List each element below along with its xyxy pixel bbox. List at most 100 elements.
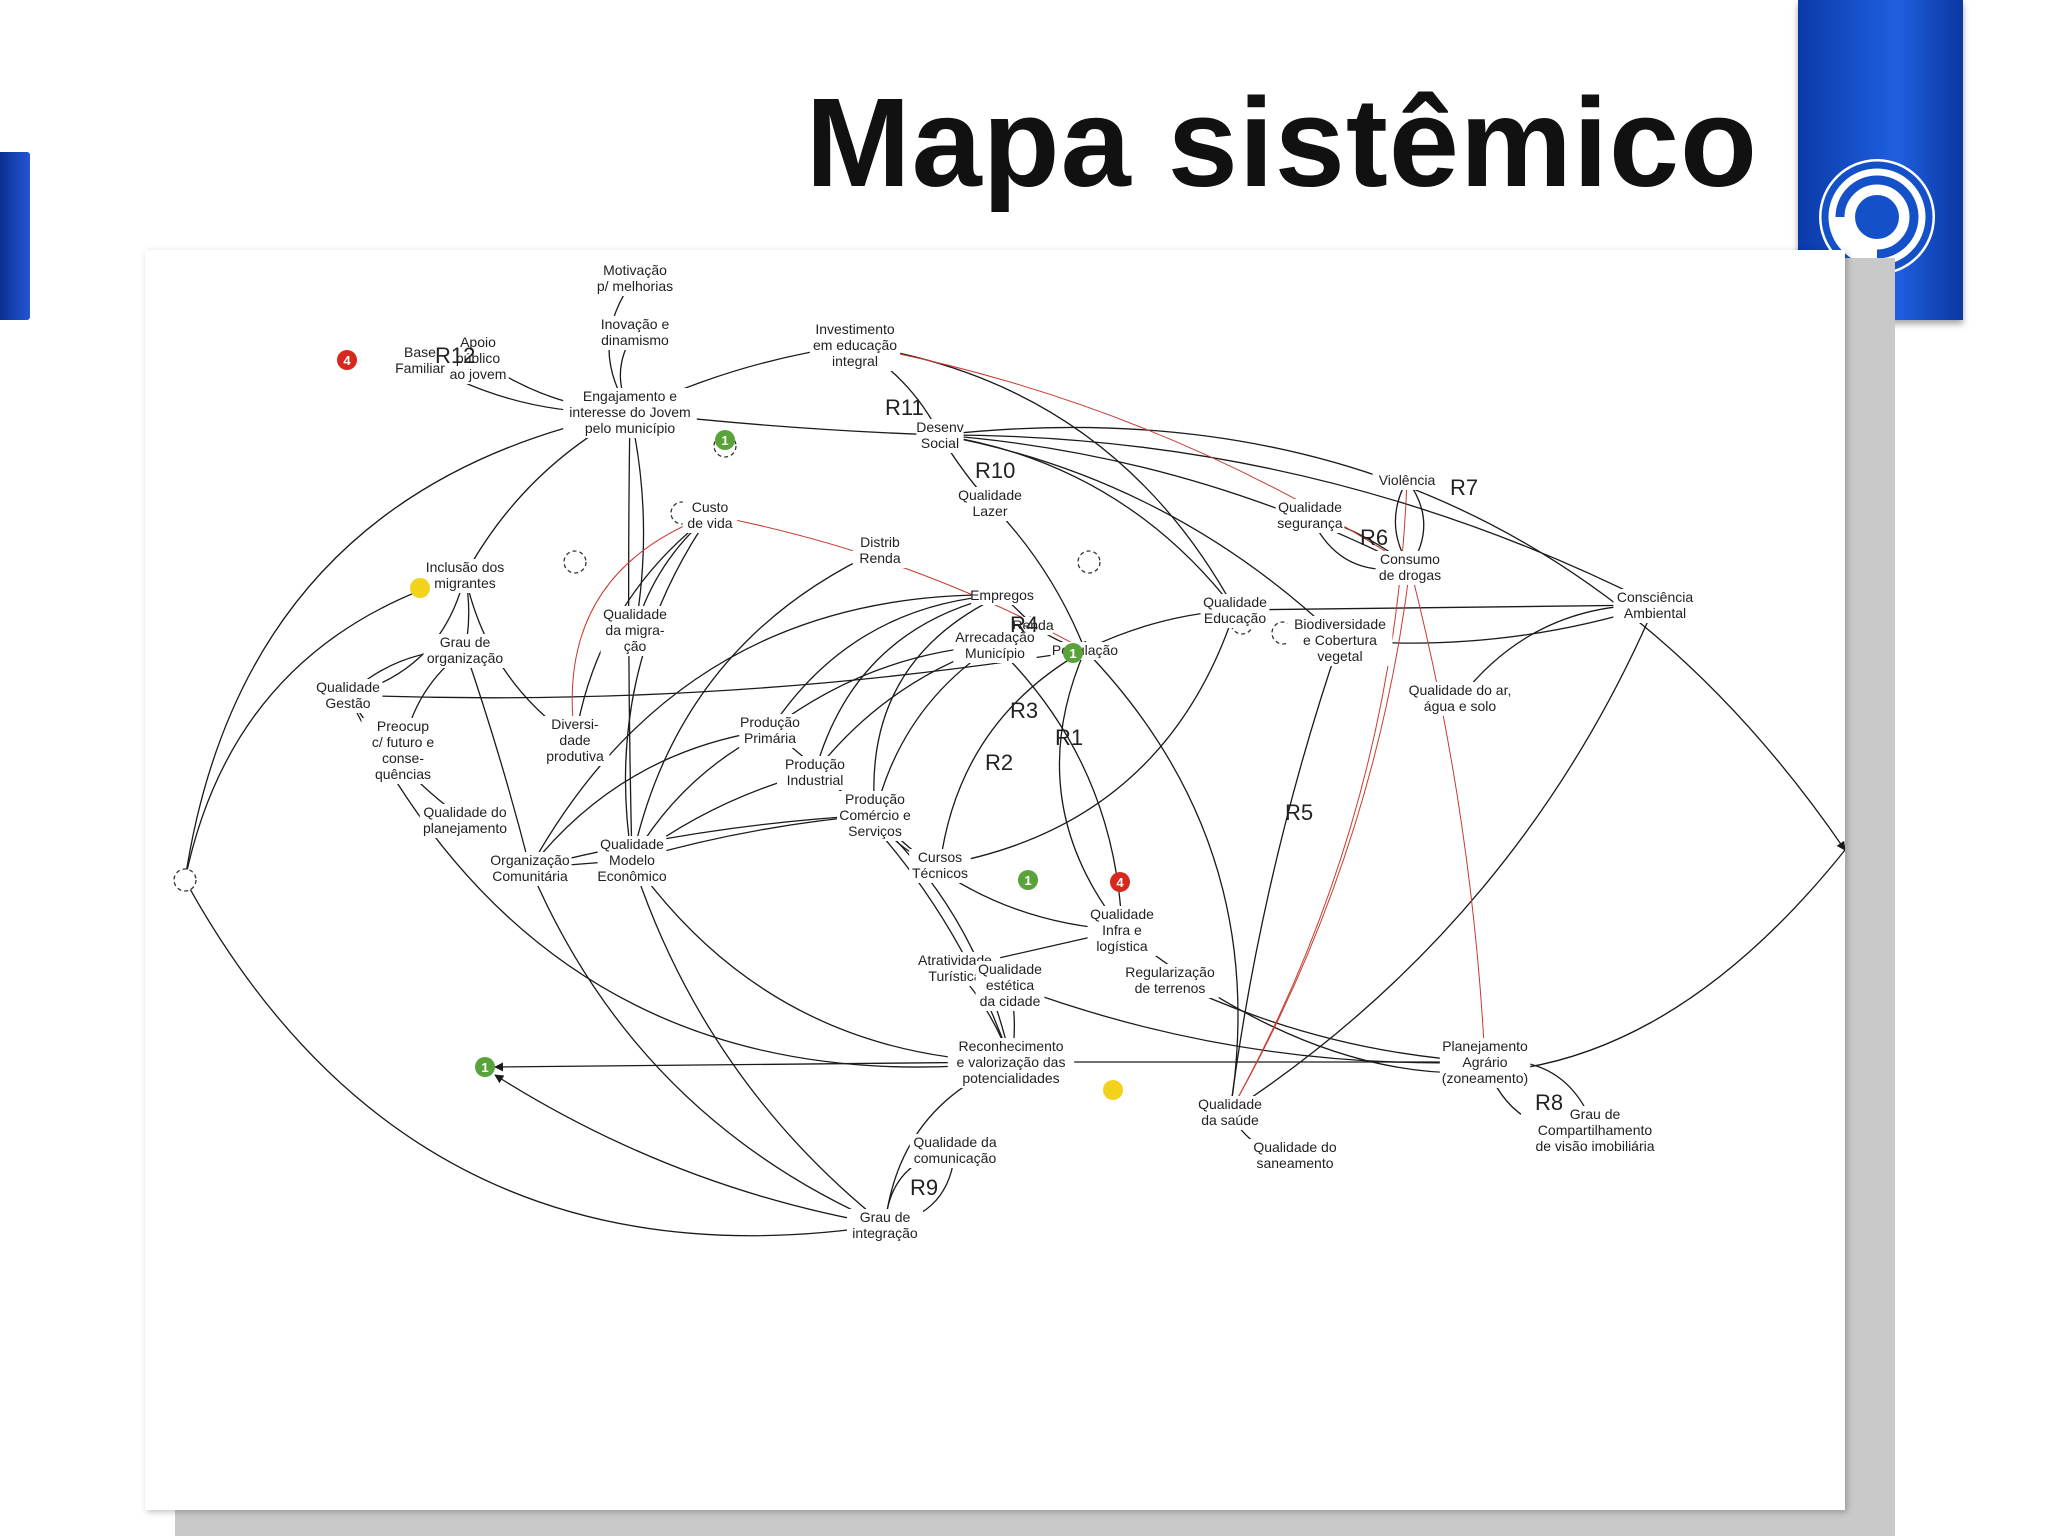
loop-label-r8: R8 (1535, 1090, 1563, 1115)
link-pt-engajamento (184, 409, 631, 881)
node-bg (1121, 964, 1219, 998)
node-bg (916, 419, 964, 453)
link-investimento-consumo_drogas (854, 344, 1411, 568)
link-consciencia_ambiental-qualidade_saude (1229, 604, 1656, 1113)
link-populacao-qualidade_gestao (347, 649, 1086, 700)
node-bg (847, 1209, 923, 1243)
loop-label-r7: R7 (1450, 475, 1478, 500)
node-bg (947, 1038, 1075, 1088)
loop-label-r10: R10 (975, 458, 1015, 483)
brand-logo-icon (1819, 159, 1935, 275)
link-organizacao-producao_primaria (529, 726, 771, 869)
node-bg (975, 961, 1045, 1011)
link-qualidade_educacao-cursos (939, 609, 1236, 869)
node-bg (1287, 616, 1393, 666)
loop-label-r1: R1 (1055, 725, 1083, 750)
link-grau_integracao-organizacao (529, 867, 886, 1226)
loop-label-r2: R2 (985, 750, 1013, 775)
link-desenv_social-pt (939, 426, 1846, 851)
node-bg (1375, 551, 1445, 585)
marker-m-red-infra: 4 (1110, 872, 1130, 892)
node-bg (1372, 472, 1442, 490)
node-bg (597, 316, 673, 350)
node-bg (597, 836, 667, 886)
marker-number: 1 (721, 433, 728, 448)
marker-m-green-bottom: 1 (475, 1057, 495, 1077)
link-qualidade_modelo-custo_vida (624, 514, 711, 861)
link-populacao-cursos (936, 649, 1086, 866)
node-bg (589, 262, 681, 296)
node-populacao: População (1052, 642, 1118, 658)
node-empregos: Empregos (970, 587, 1034, 603)
marker-number: 4 (1116, 875, 1124, 890)
link-qualidade_gestao-reconhecimento (347, 694, 1012, 1068)
link-grau_integracao-pt (494, 1074, 886, 1226)
node-bg (909, 1134, 1001, 1168)
marker-m-yellow-bottom (1103, 1080, 1123, 1100)
node-bg (909, 849, 971, 883)
link-pt-inclusao_migrantes (184, 572, 466, 881)
loop-label-r9: R9 (910, 1175, 938, 1200)
slide-title: Mapa sistêmico (805, 72, 1758, 213)
node-bg (540, 716, 610, 766)
node-bg (682, 499, 738, 533)
link-reconhecimento-qualidade_modelo (631, 859, 1012, 1063)
node-bg (447, 334, 509, 384)
link-investimento-qualidade_educacao (854, 344, 1236, 611)
marker-m-green-engaj: 1 (715, 430, 735, 450)
node-bg (419, 804, 511, 838)
node-bg (600, 606, 670, 656)
delay-circle (563, 550, 587, 574)
delay-circle (1077, 550, 1101, 574)
link-producao_industrial-empregos (814, 592, 1003, 773)
node-bg (419, 559, 511, 593)
node-bg (777, 756, 853, 790)
link-grau_integracao-pt (184, 879, 886, 1237)
marker-m-green-arrec: 1 (1063, 643, 1083, 663)
node-bg (953, 629, 1037, 663)
link-diversidade-custo_vida (571, 513, 711, 741)
link-qualidade_modelo-distrib_renda (631, 549, 881, 861)
loop-label-r3: R3 (1010, 698, 1038, 723)
link-qualidade_saude-consumo_drogas (1229, 566, 1413, 1113)
link-organizacao-grau_organizacao (463, 649, 531, 869)
left-accent-tab (0, 152, 30, 320)
link-grau_integracao-qualidade_modelo (630, 859, 886, 1226)
node-bg (1439, 1038, 1531, 1088)
link-biodiversidade-qualidade_saude (1226, 639, 1341, 1113)
node-bg (1613, 589, 1697, 623)
node-bg (1521, 1106, 1669, 1156)
node-bg (1400, 682, 1520, 716)
delay-circle (173, 868, 197, 892)
marker-number: 1 (481, 1060, 488, 1075)
